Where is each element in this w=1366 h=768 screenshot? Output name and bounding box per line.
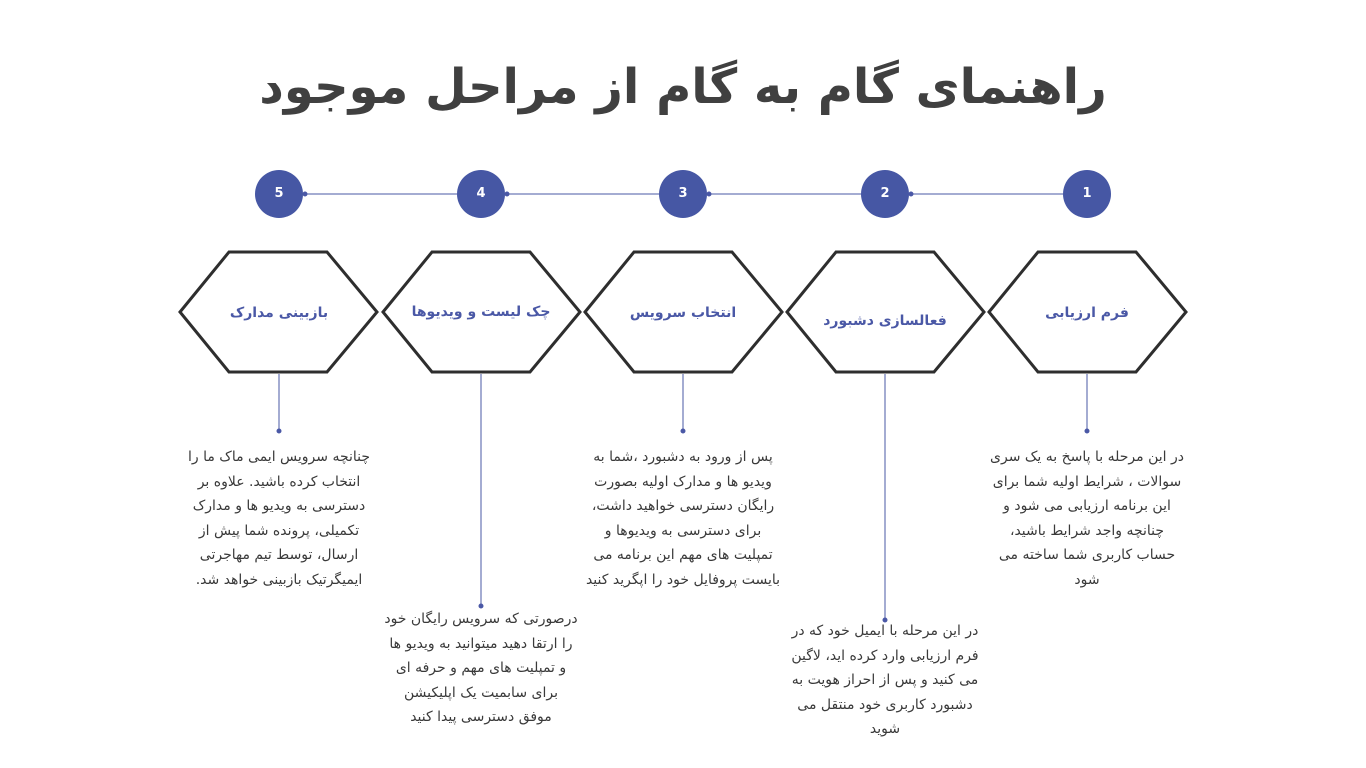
pointer-dot-2 <box>882 617 888 623</box>
step-hexagon-1 <box>987 250 1188 374</box>
step-label-4: چک لیست و ویدیوها <box>411 304 551 320</box>
step-hexagon-4 <box>381 250 582 374</box>
step-number-3: 3 <box>678 186 688 201</box>
pointer-lines <box>276 374 1090 623</box>
step-number-4: 4 <box>476 186 486 201</box>
step-circle-2 <box>861 170 909 218</box>
step-hexagon-3 <box>583 250 784 374</box>
step-description-2: در این مرحله با ایمیل خود که در فرم ارزی… <box>791 623 979 737</box>
step-label-3: انتخاب سرویس <box>629 305 737 321</box>
pointer-dot-1 <box>1084 428 1090 434</box>
step-hexagon-2 <box>785 250 986 374</box>
step-number-1: 1 <box>1082 186 1092 201</box>
pointer-dot-5 <box>276 428 282 434</box>
step-circle-3 <box>659 170 707 218</box>
step-circle-1 <box>1063 170 1111 218</box>
step-circle-5 <box>255 170 303 218</box>
step-description-3: پس از ورود به دشبورد ،شما به ویدیو ها و … <box>585 449 781 588</box>
step-circle-4 <box>457 170 505 218</box>
step-number-5: 5 <box>274 186 284 201</box>
step-circles <box>255 170 1111 218</box>
step-description-1: در این مرحله با پاسخ به یک سری سوالات ، … <box>990 449 1184 588</box>
step-hexagons <box>178 250 1188 374</box>
step-label-2: فعالسازی دشبورد <box>823 313 947 329</box>
arrowhead-5 <box>302 191 308 197</box>
pointer-dot-4 <box>478 603 484 609</box>
arrowhead-2 <box>908 191 914 197</box>
step-label-5: بازبینی مدارک <box>229 305 329 321</box>
arrowhead-3 <box>706 191 712 197</box>
step-label-1: فرم ارزیابی <box>1045 305 1129 321</box>
step-number-2: 2 <box>880 186 890 201</box>
arrowhead-4 <box>504 191 510 197</box>
pointer-dot-3 <box>680 428 686 434</box>
page-title: راهنمای گام به گام از مراحل موجود <box>259 59 1107 115</box>
step-description-5: چنانچه سرویس ایمی ماک ما را انتخاب کرده … <box>187 449 371 588</box>
step-hexagon-5 <box>178 250 379 374</box>
step-description-4: درصورتی که سرویس رایگان خود را ارتقا دهی… <box>384 611 578 725</box>
